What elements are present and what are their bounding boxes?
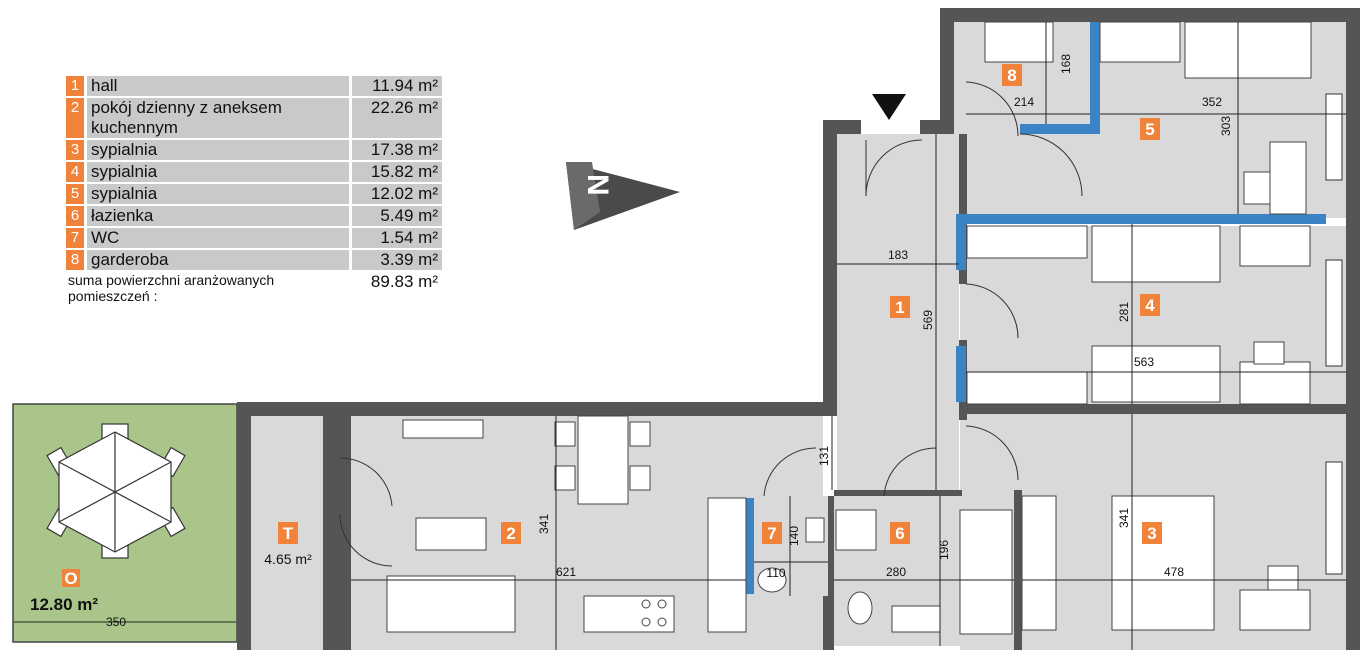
legend-room-area: 12.02 m²: [352, 184, 442, 204]
legend-room-name: pokój dzienny z aneksem kuchennym: [87, 98, 349, 138]
balcony-width-dim: 350: [106, 615, 126, 629]
legend-room-area: 5.49 m²: [352, 206, 442, 226]
legend-room-name: hall: [87, 76, 349, 96]
dim-196: 196: [937, 540, 951, 560]
terrace-badge: T: [283, 524, 294, 543]
badge-4: 4: [1145, 296, 1155, 315]
dim-478: 478: [1164, 565, 1184, 579]
legend-room-area: 15.82 m²: [352, 162, 442, 182]
dim-341-living: 341: [537, 514, 551, 534]
legend-room-name: łazienka: [87, 206, 349, 226]
entrance-arrow-icon: [872, 94, 906, 120]
dim-131: 131: [817, 446, 831, 466]
compass-icon: [566, 162, 680, 230]
dim-352: 352: [1202, 95, 1222, 109]
dimension-labels: 168 214 352 303 183 569 281 563 131 341 …: [537, 54, 1233, 580]
legend-room-name: garderoba: [87, 250, 349, 270]
legend-room-name: sypialnia: [87, 140, 349, 160]
legend-room-area: 17.38 m²: [352, 140, 442, 160]
badge-8: 8: [1007, 66, 1016, 85]
dim-168: 168: [1059, 54, 1073, 74]
legend-room-number: 2: [66, 98, 84, 138]
legend-room-number: 8: [66, 250, 84, 270]
dim-280: 280: [886, 565, 906, 579]
summary-label: suma powierzchni aranżowanych pomieszcze…: [68, 272, 275, 304]
legend-room-area: 3.39 m²: [352, 250, 442, 270]
compass-label: N: [581, 174, 614, 196]
legend-room-name: WC: [87, 228, 349, 248]
balcony-badge: [62, 569, 80, 587]
legend-room-number: 5: [66, 184, 84, 204]
legend-room-area: 11.94 m²: [352, 76, 442, 96]
outer-walls: [237, 8, 1360, 650]
legend-room-area: 22.26 m²: [352, 98, 442, 138]
dim-621: 621: [556, 565, 576, 579]
legend-room-number: 6: [66, 206, 84, 226]
dim-569: 569: [921, 310, 935, 330]
legend-room-number: 4: [66, 162, 84, 182]
badge-3: 3: [1147, 524, 1156, 543]
dim-110: 110: [766, 566, 785, 580]
balcony-badge-label: O: [64, 569, 77, 588]
dim-214: 214: [1014, 95, 1034, 109]
doors: [339, 81, 1083, 567]
legend-room-area: 1.54 m²: [352, 228, 442, 248]
legend-room-number: 1: [66, 76, 84, 96]
legend-room-name: sypialnia: [87, 184, 349, 204]
badge-6: 6: [895, 524, 904, 543]
balcony-area: 12.80 m²: [30, 595, 98, 614]
terrace-area: 4.65 m²: [264, 551, 312, 567]
dim-140: 140: [787, 526, 801, 546]
blue-partitions: [746, 22, 1326, 594]
badge-1: 1: [895, 298, 904, 317]
badge-5: 5: [1145, 120, 1154, 139]
dim-281: 281: [1117, 302, 1131, 322]
legend-room-number: 7: [66, 228, 84, 248]
badge-7: 7: [767, 524, 776, 543]
garden-table-icon: [46, 423, 186, 559]
dim-563: 563: [1134, 355, 1154, 369]
dim-183: 183: [888, 248, 908, 262]
dim-303: 303: [1219, 116, 1233, 136]
legend-room-name: sypialnia: [87, 162, 349, 182]
legend-room-number: 3: [66, 140, 84, 160]
legend-summary: suma powierzchni aranżowanych pomieszcze…: [66, 272, 442, 304]
windows: [1325, 93, 1343, 575]
room-badges: 1 2 3 4 5 6 7 8 T: [278, 64, 1162, 544]
furniture: [386, 21, 1312, 635]
badge-2: 2: [506, 524, 515, 543]
dim-341-bedroom: 341: [1117, 508, 1131, 528]
dimension-lines: [351, 22, 1346, 650]
summary-value: 89.83 m²: [370, 272, 438, 291]
